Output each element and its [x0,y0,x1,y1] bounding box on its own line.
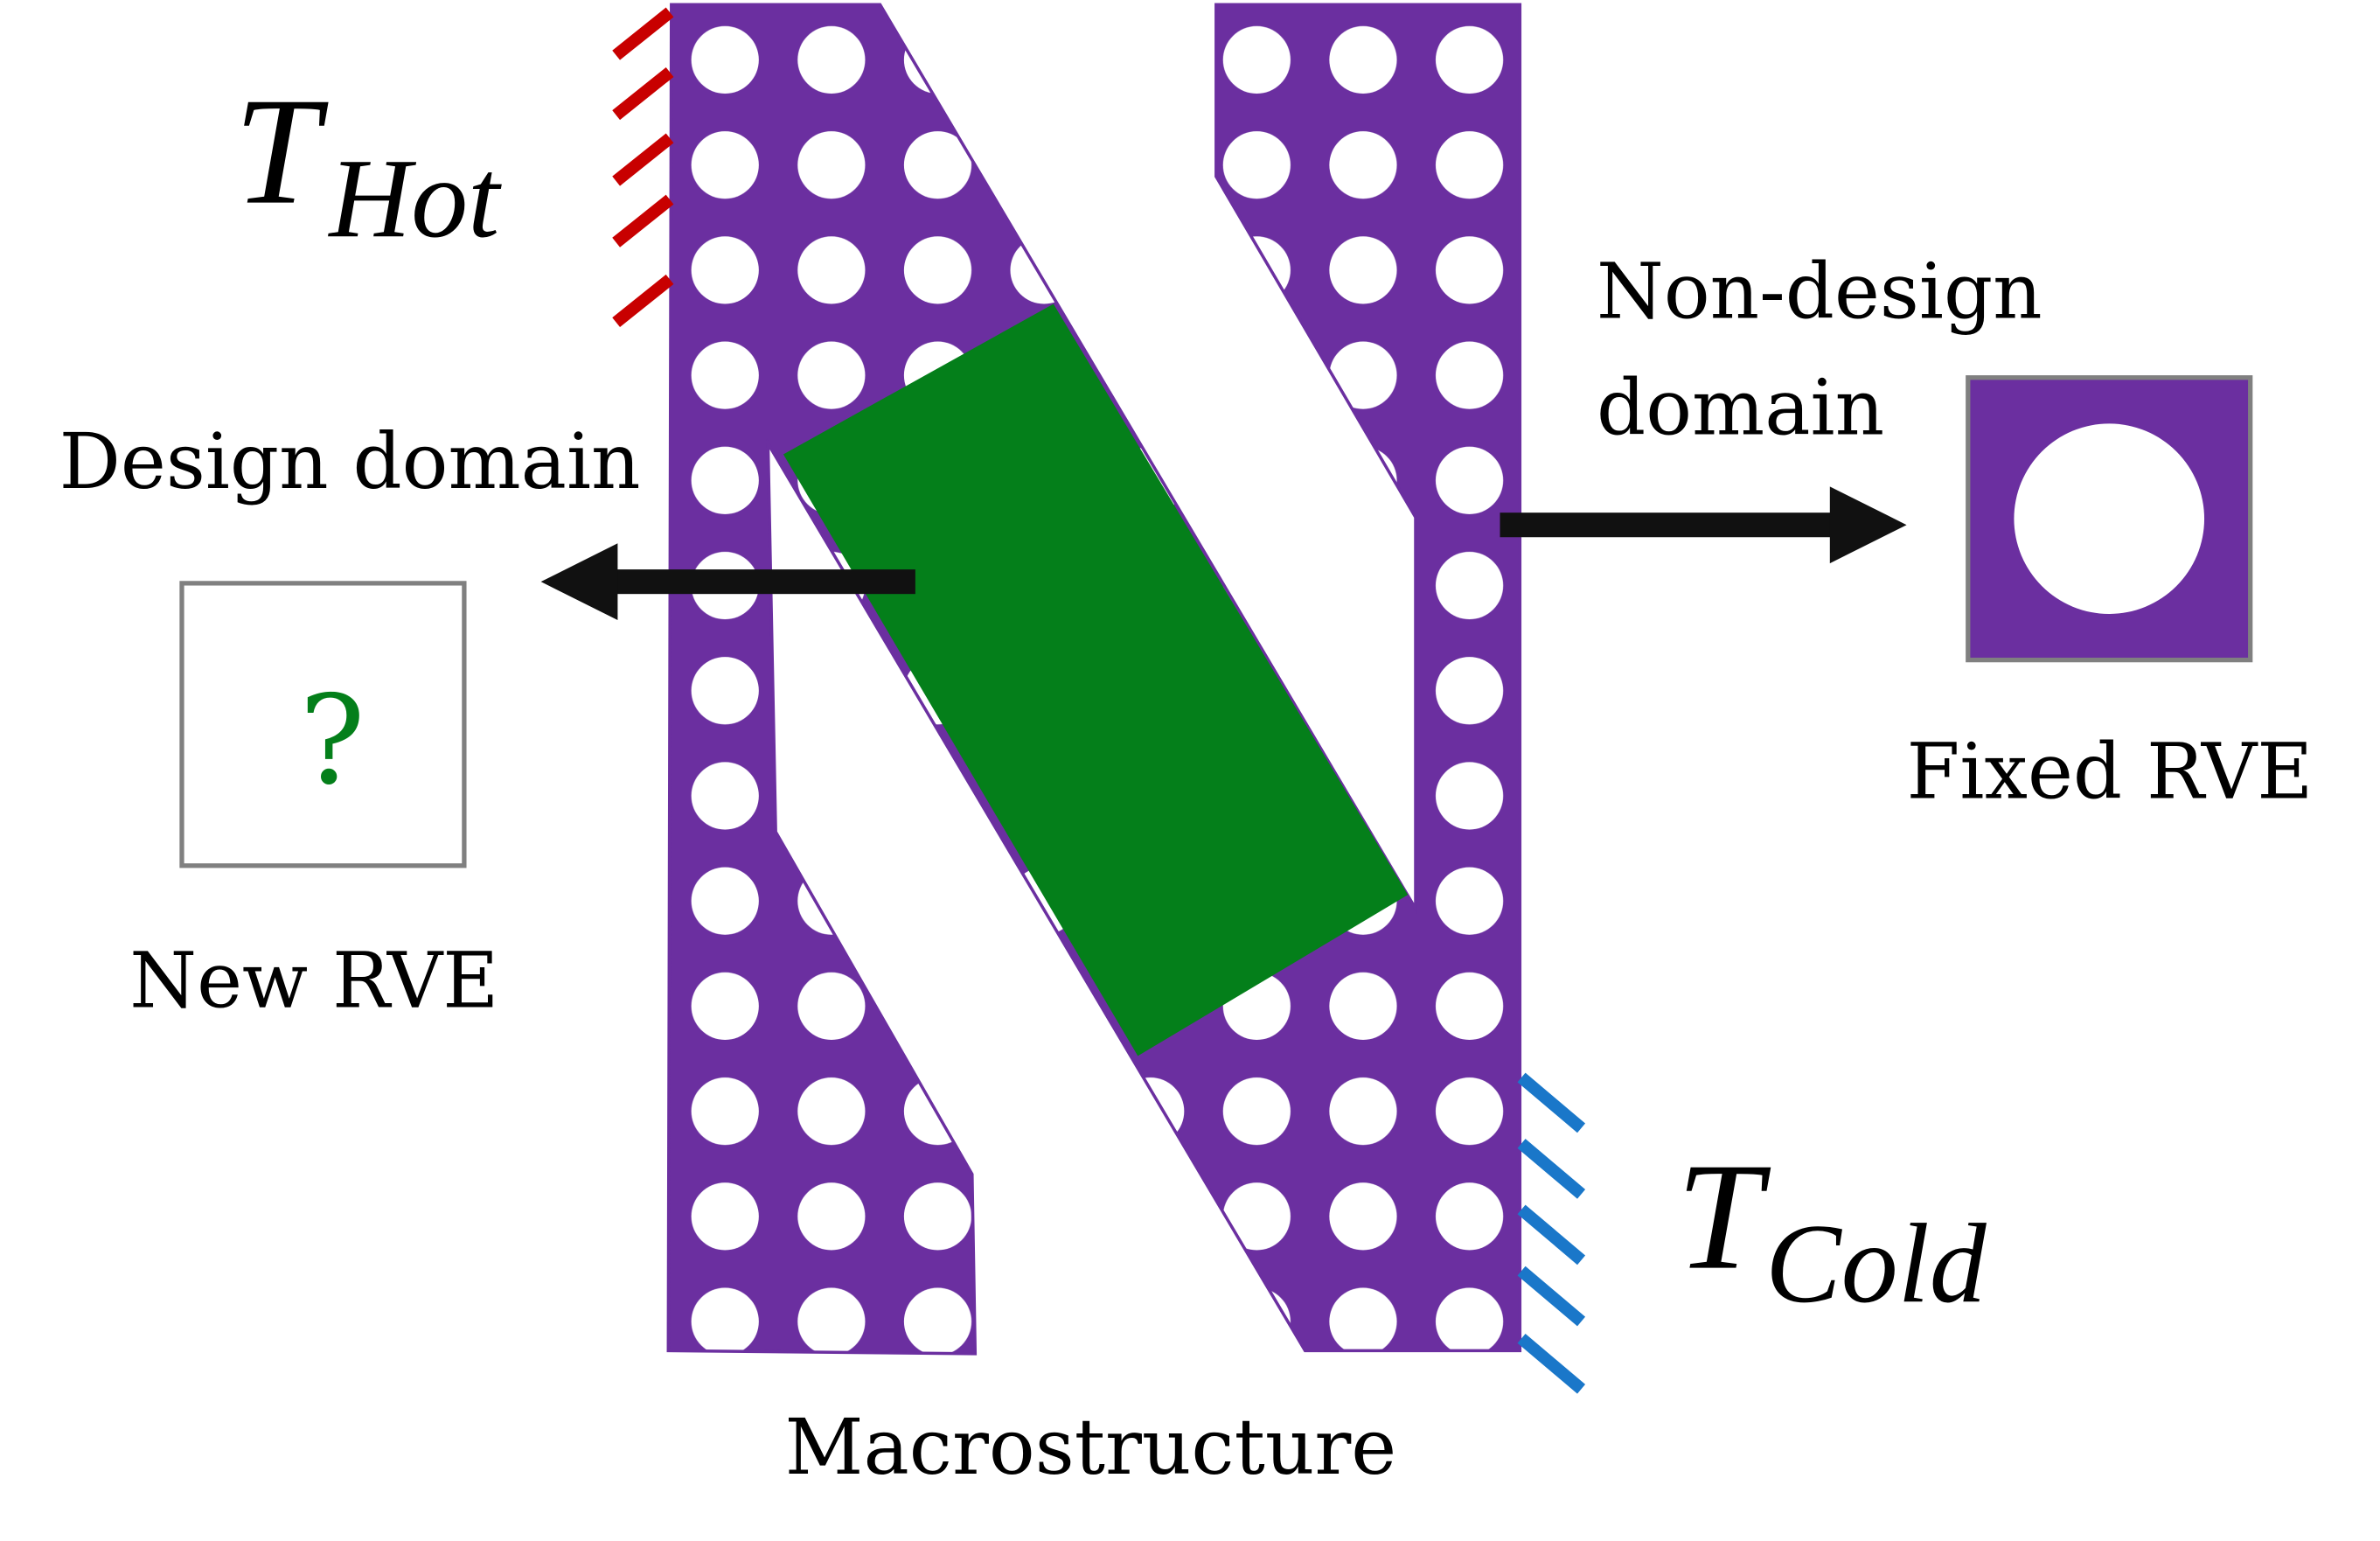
arrow-right-icon [1500,486,1907,564]
design-domain-region [783,303,1409,1056]
cold-boundary-icon [1517,1072,1586,1394]
fixed-rve [1966,375,2253,663]
t-hot-label: T Hot [234,66,503,262]
t-hot-subscript: Hot [327,136,502,261]
fixed-rve-hole [2014,423,2205,614]
t-hot-symbol: T [234,66,329,236]
t-cold-symbol: T [1676,1132,1771,1301]
non-design-domain-label-line2: domain [1597,364,1884,453]
t-cold-label: T Cold [1676,1132,1987,1328]
macrostructure-label: Macrostructure [785,1403,1397,1492]
t-cold-subscript: Cold [1765,1201,1987,1327]
new-rve-label: New RVE [129,936,498,1025]
fixed-rve-label: Fixed RVE [1907,728,2314,817]
new-rve-question-mark: ? [299,670,365,812]
hot-boundary-icon [612,7,674,328]
new-rve: ? [179,581,467,868]
design-domain-label: Design domain [59,417,641,506]
non-design-domain-label-line1: Non-design [1597,247,2042,336]
arrow-left-icon [540,543,915,621]
new-rve-box [179,581,467,868]
